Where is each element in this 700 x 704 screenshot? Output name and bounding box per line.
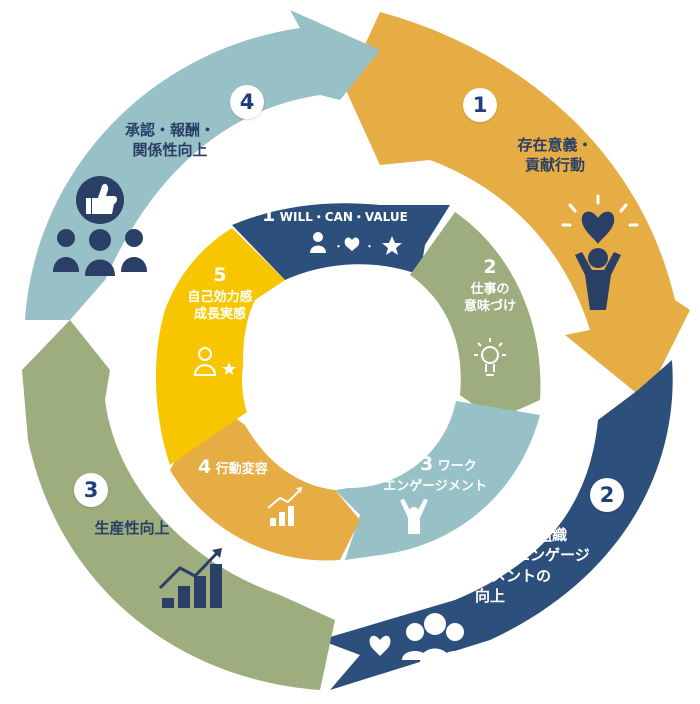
outer-step-2-line-4: 向上 bbox=[475, 586, 506, 605]
outer-step-2-label: 組織 エンゲージ メントの 向上 bbox=[475, 525, 625, 606]
lightbulb-icon bbox=[474, 338, 506, 376]
inner-step-2-number: 2 bbox=[483, 256, 497, 278]
inner-step-4-label: 4 行動変容 bbox=[198, 455, 318, 481]
outer-step-2-line-1: 組織 bbox=[537, 526, 568, 544]
center-circle bbox=[242, 272, 458, 488]
inner-step-1-label: 1 WILL・CAN・VALUE bbox=[262, 203, 452, 229]
outer-arrow-3 bbox=[22, 320, 335, 690]
inner-step-5-label: 5 自己効力感 成長実感 bbox=[165, 263, 275, 324]
svg-text:・: ・ bbox=[364, 240, 375, 253]
inner-step-2-line-2: 意味づけ bbox=[463, 299, 516, 315]
outer-step-1-number: 1 bbox=[463, 88, 497, 122]
inner-step-1-text: WILL・CAN・VALUE bbox=[279, 210, 408, 224]
svg-text:・: ・ bbox=[333, 240, 344, 253]
inner-step-3-line-1: 3 ワーク bbox=[360, 452, 510, 478]
raised-arms-person-icon bbox=[400, 499, 428, 534]
outer-step-4-number: 4 bbox=[230, 85, 264, 119]
outer-arrow-2 bbox=[320, 360, 673, 690]
inner-step-5-line-1: 自己効力感 bbox=[187, 289, 253, 305]
inner-arrow-4 bbox=[170, 400, 360, 561]
person-heart-star-icon: ・ ・ bbox=[310, 232, 402, 255]
outer-step-1-line-2: 貢献行動 bbox=[524, 156, 585, 175]
outer-step-2-number: 2 bbox=[590, 478, 624, 512]
inner-arrow-3 bbox=[335, 400, 540, 560]
inner-step-3-label: 3 ワーク エンゲージメント bbox=[360, 452, 510, 495]
growth-chart-icon bbox=[267, 487, 302, 526]
person-star-icon bbox=[193, 347, 236, 376]
inner-step-1-number: 1 bbox=[262, 204, 276, 226]
outer-arrow-4 bbox=[25, 10, 380, 320]
outer-step-3-label: 生産性向上 bbox=[72, 518, 192, 538]
inner-step-4-text: 行動変容 bbox=[215, 462, 268, 477]
cheering-person-heart-icon bbox=[561, 194, 639, 310]
outer-step-4-label: 承認・報酬・ 関係性向上 bbox=[100, 120, 240, 161]
inner-step-4-number: 4 bbox=[198, 456, 212, 478]
inner-step-2-label: 2 仕事の 意味づけ bbox=[455, 255, 525, 316]
thumbs-up-group-icon bbox=[53, 176, 147, 276]
inner-step-2-line-1: 仕事の bbox=[470, 281, 510, 297]
inner-arrow-5 bbox=[155, 228, 285, 465]
inner-step-3-line-1-text: ワーク bbox=[437, 459, 477, 474]
rising-bar-chart-icon bbox=[158, 548, 222, 608]
inner-step-5-line-2: 成長実感 bbox=[193, 307, 246, 323]
outer-step-3-number: 3 bbox=[74, 473, 108, 507]
outer-step-3-line-1: 生産性向上 bbox=[94, 519, 170, 537]
inner-step-3-number: 3 bbox=[420, 453, 434, 475]
outer-step-2-line-2: エンゲージ bbox=[515, 546, 590, 565]
inner-arrow-1 bbox=[232, 203, 450, 280]
inner-step-5-number: 5 bbox=[213, 264, 227, 286]
outer-step-1-label: 存在意義・ 貢献行動 bbox=[495, 135, 615, 176]
outer-step-4-line-1: 承認・報酬・ bbox=[124, 121, 215, 139]
outer-step-1-line-1: 存在意義・ bbox=[517, 136, 593, 154]
inner-arrow-2 bbox=[410, 212, 541, 420]
outer-step-4-line-2: 関係性向上 bbox=[132, 141, 208, 160]
heart-and-group-icon bbox=[369, 613, 468, 662]
outer-step-2-line-3: メントの bbox=[491, 566, 552, 585]
inner-step-3-line-2: エンゲージメント bbox=[383, 478, 487, 494]
